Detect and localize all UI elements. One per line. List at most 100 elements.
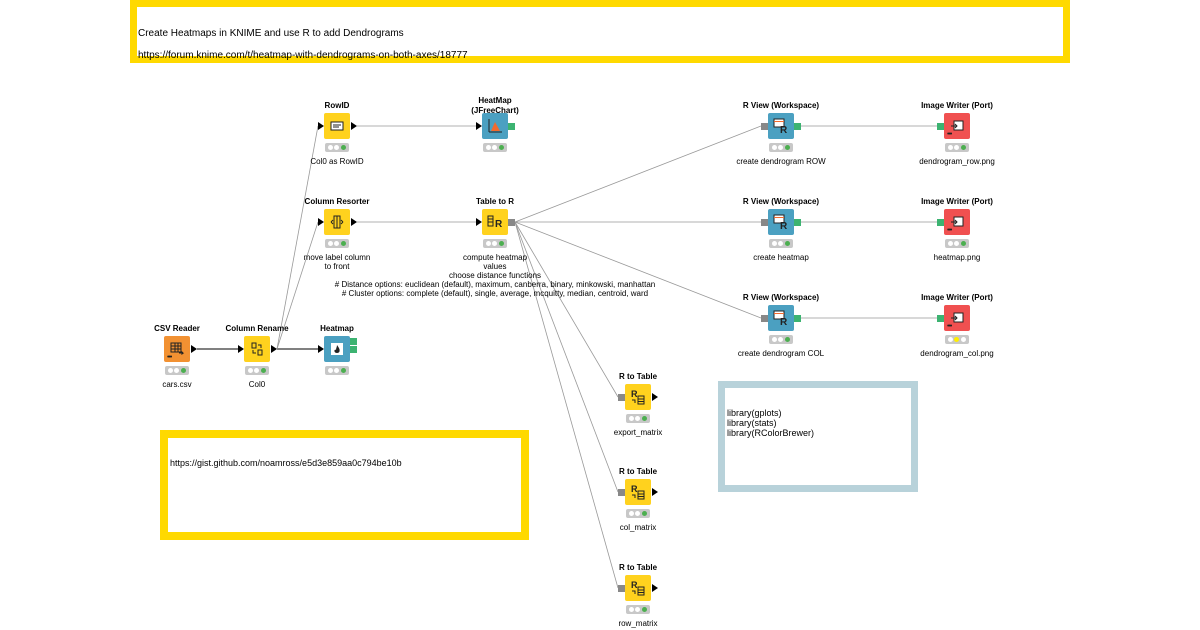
output-port[interactable] — [508, 218, 515, 226]
node-label[interactable]: export_matrix — [613, 428, 663, 437]
node-body[interactable]: R — [768, 113, 794, 139]
node-body[interactable] — [324, 113, 350, 139]
output-port[interactable] — [794, 218, 801, 226]
node-status-indicator — [769, 143, 793, 152]
node-body[interactable]: ••• — [164, 336, 190, 362]
svg-text:R: R — [631, 580, 638, 590]
node-body[interactable]: R — [625, 384, 651, 410]
node-status-indicator — [325, 366, 349, 375]
output-port[interactable] — [652, 584, 658, 592]
status-light — [635, 416, 641, 421]
node-label[interactable]: cars.csv — [162, 380, 192, 389]
status-light — [642, 416, 648, 421]
output-port[interactable] — [794, 122, 801, 130]
connection-column-rename-to-column-resorter[interactable] — [276, 221, 319, 350]
node-label[interactable]: Col0 — [248, 380, 266, 389]
node-label[interactable]: row_matrix — [618, 619, 658, 628]
status-light — [635, 607, 641, 612]
node-title: CSV Reader — [154, 324, 200, 333]
status-light — [334, 145, 340, 150]
node-label[interactable]: col_matrix — [619, 523, 657, 532]
input-port[interactable] — [937, 122, 944, 130]
output-port[interactable] — [794, 314, 801, 322]
status-light — [261, 368, 267, 373]
connection-column-rename-to-rowid[interactable] — [276, 125, 319, 350]
input-port[interactable] — [238, 345, 244, 353]
node-title: Table to R — [475, 197, 515, 206]
status-light — [961, 241, 967, 246]
node-body[interactable]: ••• — [944, 113, 970, 139]
output-port[interactable] — [191, 345, 197, 353]
r-libraries-annotation[interactable]: library(gplots) library(stats) library(R… — [718, 381, 918, 492]
output-port[interactable] — [351, 122, 357, 130]
input-port[interactable] — [476, 218, 482, 226]
output-port[interactable] — [350, 345, 357, 353]
node-status-indicator — [945, 335, 969, 344]
input-port[interactable] — [618, 393, 625, 401]
more-options-icon: ••• — [947, 323, 952, 330]
r-to-table-icon: R — [629, 388, 647, 406]
status-light — [954, 337, 960, 342]
input-port[interactable] — [318, 122, 324, 130]
node-body[interactable]: R — [768, 209, 794, 235]
connection-table-to-r-to-rview-col[interactable] — [514, 221, 762, 319]
workflow-title-annotation[interactable]: Create Heatmaps in KNIME and use R to ad… — [130, 0, 1070, 63]
status-light — [954, 241, 960, 246]
input-port[interactable] — [476, 122, 482, 130]
node-label[interactable]: dendrogram_col.png — [920, 349, 994, 358]
node-body[interactable]: R — [625, 575, 651, 601]
node-label[interactable]: compute heatmap values choose distance f… — [334, 253, 656, 298]
gist-link-annotation[interactable]: https://gist.github.com/noamross/e5d3e85… — [160, 430, 529, 540]
node-status-indicator — [165, 366, 189, 375]
output-port[interactable] — [652, 393, 658, 401]
node-label[interactable]: create dendrogram COL — [737, 349, 825, 358]
output-port[interactable] — [508, 122, 515, 130]
connection-table-to-r-to-rtotable-export[interactable] — [514, 221, 619, 398]
node-status-indicator — [325, 143, 349, 152]
output-port[interactable] — [271, 345, 277, 353]
input-port[interactable] — [618, 488, 625, 496]
node-label[interactable]: Col0 as RowID — [310, 157, 364, 166]
status-light — [947, 145, 953, 150]
node-status-indicator — [626, 509, 650, 518]
connection-table-to-r-to-rtotable-col[interactable] — [514, 221, 619, 493]
image-writer-icon — [949, 214, 965, 230]
status-light — [778, 337, 784, 342]
input-port[interactable] — [761, 218, 768, 226]
node-label[interactable]: dendrogram_row.png — [919, 157, 995, 166]
node-title: HeatMap (JFreeChart) — [471, 96, 519, 115]
node-label[interactable]: heatmap.png — [933, 253, 981, 262]
status-light — [247, 368, 253, 373]
status-light — [334, 368, 340, 373]
input-port[interactable] — [761, 122, 768, 130]
input-port[interactable] — [318, 218, 324, 226]
node-label[interactable]: move label column to front — [303, 253, 371, 271]
input-port[interactable] — [937, 314, 944, 322]
node-body[interactable] — [324, 336, 350, 362]
node-body[interactable] — [324, 209, 350, 235]
node-title: Column Resorter — [304, 197, 370, 206]
connection-table-to-r-to-rview-row[interactable] — [514, 125, 762, 223]
output-port[interactable] — [350, 338, 357, 345]
node-label[interactable]: create dendrogram ROW — [736, 157, 826, 166]
status-light — [327, 145, 333, 150]
node-body[interactable]: ••• — [944, 305, 970, 331]
input-port[interactable] — [937, 218, 944, 226]
input-port[interactable] — [761, 314, 768, 322]
node-body[interactable]: R — [768, 305, 794, 331]
output-port[interactable] — [351, 218, 357, 226]
node-body[interactable]: R — [482, 209, 508, 235]
node-status-indicator — [245, 366, 269, 375]
input-port[interactable] — [618, 584, 625, 592]
node-body[interactable] — [482, 113, 508, 139]
connection-table-to-r-to-rtotable-row[interactable] — [514, 221, 619, 589]
node-body[interactable]: ••• — [944, 209, 970, 235]
node-label[interactable]: create heatmap — [753, 253, 809, 262]
node-body[interactable]: R — [625, 479, 651, 505]
node-body[interactable] — [244, 336, 270, 362]
input-port[interactable] — [318, 345, 324, 353]
r-to-table-icon: R — [629, 579, 647, 597]
r-view-icon: R — [772, 117, 790, 135]
output-port[interactable] — [652, 488, 658, 496]
